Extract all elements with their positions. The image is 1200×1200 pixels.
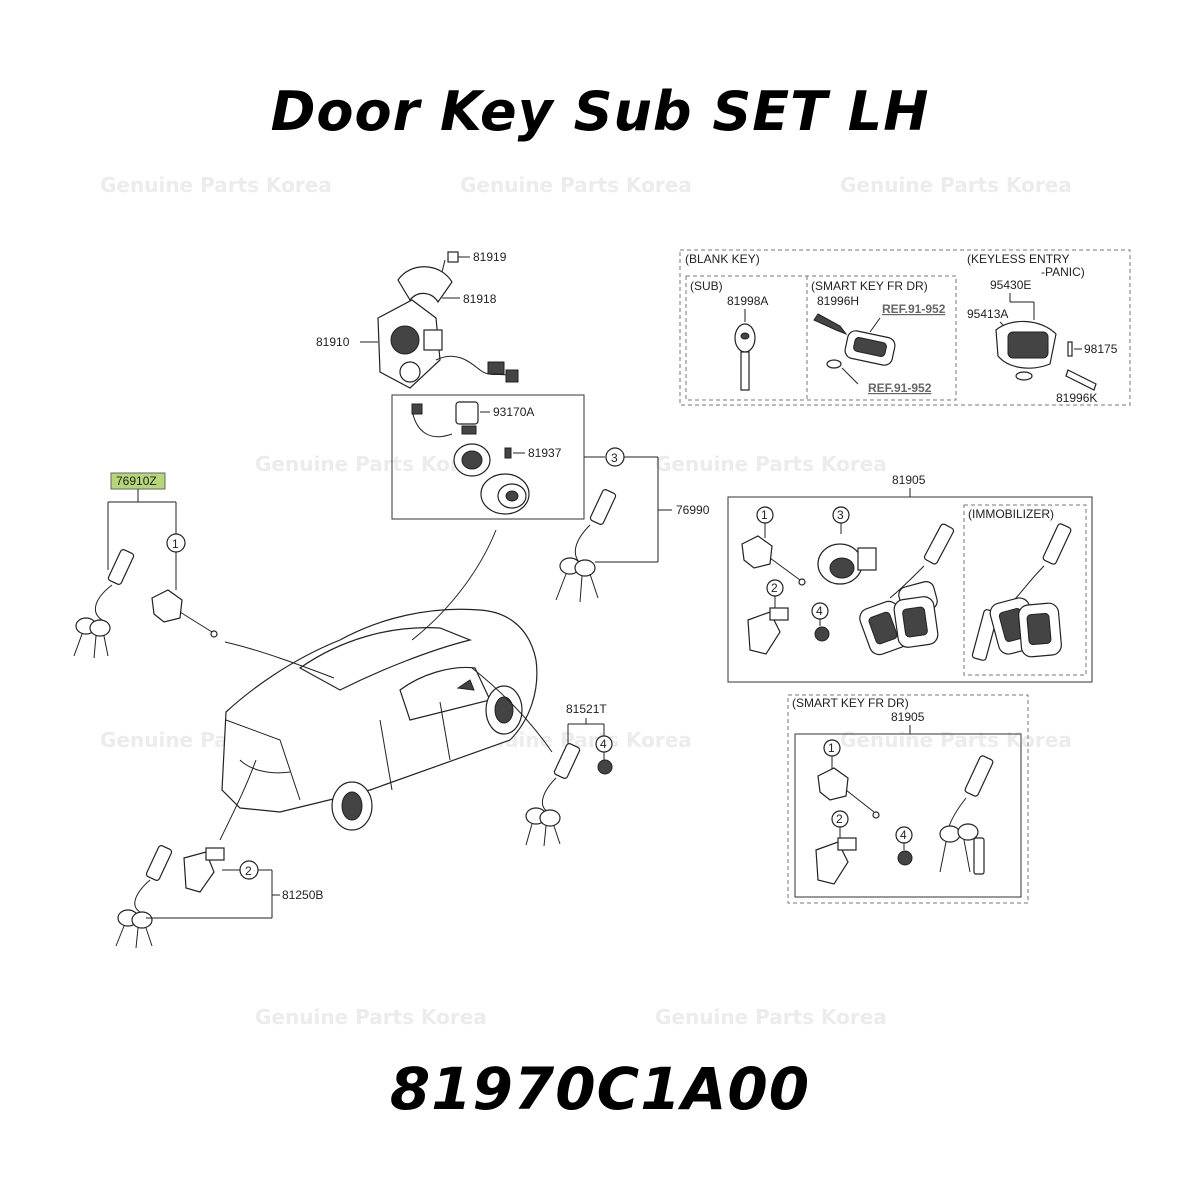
callout-81910: 81910	[316, 335, 350, 349]
circle-3: 3	[837, 508, 844, 522]
circle-4: 4	[900, 828, 907, 842]
callout-81905-lower: 81905	[891, 710, 925, 724]
circle-3: 3	[611, 451, 618, 465]
ref-91-952-lower: REF.91-952	[868, 381, 932, 395]
car-illustration	[221, 608, 538, 831]
circle-1: 1	[828, 741, 835, 755]
callout-98175: 98175	[1084, 342, 1118, 356]
label-smart-key-fr-dr-2: (SMART KEY FR DR)	[792, 696, 909, 710]
watermark: Genuine Parts Korea	[840, 728, 1072, 752]
lock-cylinder-box: 93170A 81937	[391, 394, 605, 520]
key-set-81250B: 2 81250B	[115, 845, 323, 949]
callout-76910Z: 76910Z	[116, 474, 157, 488]
callout-81521T: 81521T	[566, 702, 607, 716]
callout-81998A: 81998A	[727, 294, 768, 308]
label-immobilizer: (IMMOBILIZER)	[968, 507, 1054, 521]
circle-4: 4	[816, 604, 823, 618]
callout-81918: 81918	[463, 292, 497, 306]
key-set-81521T: 81521T 4	[525, 702, 613, 847]
watermark: Genuine Parts Korea	[655, 452, 887, 476]
blank-key-box: (BLANK KEY) (SUB) 81998A (SMART KEY FR D…	[679, 249, 1131, 406]
callout-81919: 81919	[473, 250, 507, 264]
callout-81250B: 81250B	[282, 888, 323, 902]
watermark: Genuine Parts Korea	[840, 173, 1072, 197]
label-sub: (SUB)	[690, 279, 723, 293]
door-key-sub-set-76910Z: 76910Z 1	[73, 472, 218, 659]
label-blank-key: (BLANK KEY)	[685, 252, 760, 266]
watermark: Genuine Parts Korea	[655, 1005, 887, 1029]
ignition-switch-assembly: 81919 81918 81910	[316, 250, 519, 389]
callout-95430E: 95430E	[990, 278, 1031, 292]
callout-81937: 81937	[528, 446, 562, 460]
circle-2: 2	[771, 581, 778, 595]
callout-81996H: 81996H	[817, 294, 859, 308]
circle-2: 2	[836, 812, 843, 826]
key-set-76990: 3 76990	[555, 447, 710, 603]
ref-91-952-upper: REF.91-952	[882, 302, 946, 316]
circle-2: 2	[245, 864, 252, 878]
callout-95413A: 95413A	[967, 307, 1008, 321]
label-keyless-entry: (KEYLESS ENTRY	[967, 252, 1069, 266]
watermark: Genuine Parts Korea	[100, 173, 332, 197]
label-smart-key-fr-dr: (SMART KEY FR DR)	[811, 279, 928, 293]
page-title: Door Key Sub SET LH	[270, 80, 930, 143]
circle-1: 1	[761, 508, 768, 522]
callout-81905: 81905	[892, 473, 926, 487]
circle-1: 1	[172, 537, 179, 551]
callout-81996K: 81996K	[1056, 391, 1097, 405]
circle-4: 4	[600, 737, 607, 751]
part-number: 81970C1A00	[389, 1055, 811, 1123]
callout-93170A: 93170A	[493, 405, 534, 419]
lock-set-81905: 81905 1 3 2 4 (IMMOBILIZER)	[727, 473, 1093, 683]
smart-key-fr-dr-set: (SMART KEY FR DR) 81905 1 2 4	[787, 694, 1029, 904]
watermark: Genuine Parts Korea	[460, 173, 692, 197]
watermark: Genuine Parts Korea	[255, 452, 487, 476]
watermark: Genuine Parts Korea	[255, 1005, 487, 1029]
label-keyless-panic: -PANIC)	[1041, 265, 1085, 279]
callout-76990: 76990	[676, 503, 710, 517]
